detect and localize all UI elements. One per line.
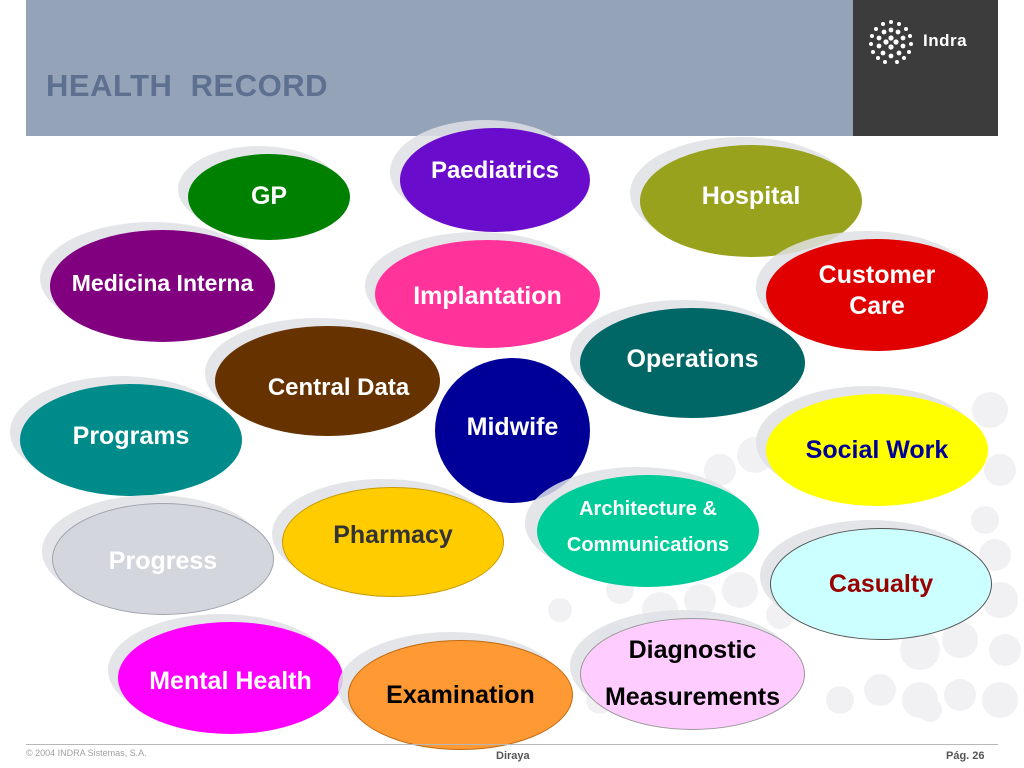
bubble-customer-care-line1: Customer bbox=[818, 260, 936, 289]
indra-logo-icon bbox=[869, 20, 913, 64]
bubble-mental-health-label: Mental Health bbox=[149, 667, 312, 696]
bubble-midwife[interactable]: Midwife bbox=[435, 358, 590, 503]
bubble-central-data[interactable]: Central Data bbox=[215, 326, 440, 436]
footer-divider bbox=[26, 744, 998, 745]
bubble-pharmacy[interactable]: Pharmacy bbox=[282, 487, 504, 597]
bubble-examination-label: Examination bbox=[386, 681, 535, 710]
bubble-customer-care-line2: Care bbox=[849, 292, 905, 320]
bubble-central-data-label: Central Data bbox=[267, 374, 410, 401]
bubble-operations-label: Operations bbox=[626, 345, 759, 374]
bubble-examination[interactable]: Examination bbox=[348, 640, 573, 750]
bubble-progress[interactable]: Progress bbox=[52, 503, 274, 615]
bubble-programs-label: Programs bbox=[72, 422, 190, 451]
bubble-diagnostic-line1: Diagnostic bbox=[628, 635, 757, 664]
bubble-pharmacy-label: Pharmacy bbox=[333, 521, 453, 550]
bubble-implantation-label: Implantation bbox=[413, 282, 562, 311]
bubble-operations[interactable]: Operations bbox=[580, 308, 805, 418]
bubble-architecture-line2: Communications bbox=[566, 534, 730, 556]
footer-copyright: © 2004 INDRA Sistemas, S.A. bbox=[26, 748, 147, 758]
bubble-programs[interactable]: Programs bbox=[20, 384, 242, 496]
header-band bbox=[26, 0, 853, 136]
bubble-gp-label: GP bbox=[250, 182, 288, 211]
bubble-progress-label: Progress bbox=[108, 547, 218, 576]
bubble-diagnostic-measurements[interactable]: Diagnostic Measurements bbox=[580, 618, 805, 730]
bubble-implantation[interactable]: Implantation bbox=[375, 240, 600, 348]
bubble-medicina-interna-label: Medicina Interna bbox=[71, 269, 254, 296]
bubble-social-work-label: Social Work bbox=[805, 436, 949, 465]
page-title: HEALTH RECORD bbox=[46, 68, 328, 103]
bubble-casualty[interactable]: Casualty bbox=[770, 528, 992, 640]
bubble-hospital-label: Hospital bbox=[701, 182, 801, 211]
bubble-paediatrics-label: Paediatrics bbox=[430, 157, 560, 184]
bubble-casualty-label: Casualty bbox=[828, 570, 934, 599]
bubble-social-work[interactable]: Social Work bbox=[766, 394, 988, 506]
bubble-medicina-interna[interactable]: Medicina Interna bbox=[50, 230, 275, 342]
logo-text: Indra bbox=[923, 31, 968, 50]
bubble-customer-care[interactable]: Customer Care bbox=[766, 239, 988, 351]
bubble-architecture-communications[interactable]: Architecture & Communications bbox=[537, 475, 759, 587]
footer-page-number: Pág. 26 bbox=[946, 750, 985, 762]
bubble-midwife-label: Midwife bbox=[466, 412, 559, 441]
bubble-architecture-line1: Architecture & bbox=[579, 498, 717, 520]
bubble-gp[interactable]: GP bbox=[188, 154, 350, 240]
bubble-diagnostic-line2: Measurements bbox=[604, 683, 781, 711]
footer-title: Diraya bbox=[496, 750, 530, 762]
logo-box: Indra bbox=[853, 0, 998, 136]
bubble-paediatrics[interactable]: Paediatrics bbox=[400, 128, 590, 232]
bubble-mental-health[interactable]: Mental Health bbox=[118, 622, 343, 734]
